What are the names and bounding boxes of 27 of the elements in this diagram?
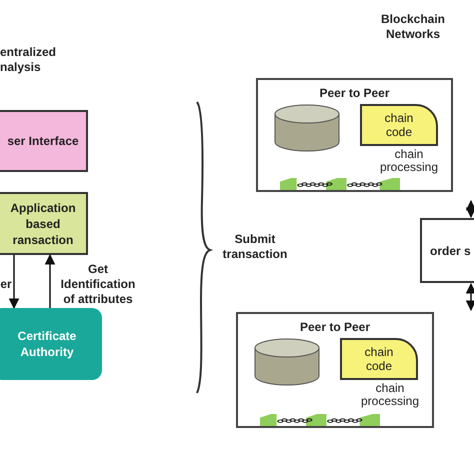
node-text: ser Interface [7, 133, 79, 150]
peer-container [256, 78, 453, 192]
process-label: chain processing [360, 382, 420, 408]
brace-label: Submit transaction [222, 232, 288, 262]
process-box [0, 110, 88, 172]
process-label: chain processing [378, 148, 440, 174]
arrow [44, 254, 56, 308]
edge-label: Get Identification of attributes [60, 262, 136, 307]
container-heading: Peer to Peer [318, 85, 391, 102]
process-box [0, 192, 88, 255]
arrow [466, 200, 474, 218]
container-heading: Peer to Peer [298, 319, 372, 336]
arrow [466, 282, 474, 312]
arrow [8, 255, 20, 310]
process-box [420, 218, 474, 283]
node-text: chain code [364, 345, 394, 373]
node-text: chain code [384, 111, 414, 139]
document-shape [340, 338, 418, 380]
section-heading: entralized nalysis [0, 45, 58, 75]
document-shape [360, 104, 438, 146]
section-heading: Blockchain Networks [380, 12, 446, 42]
rounded-box [0, 308, 102, 380]
peer-container [236, 312, 434, 428]
node-text: order s [430, 242, 471, 260]
edge-label: er [0, 277, 13, 292]
node-text: Application based ransaction [9, 200, 77, 248]
node-text: Certificate Authority [16, 328, 78, 360]
